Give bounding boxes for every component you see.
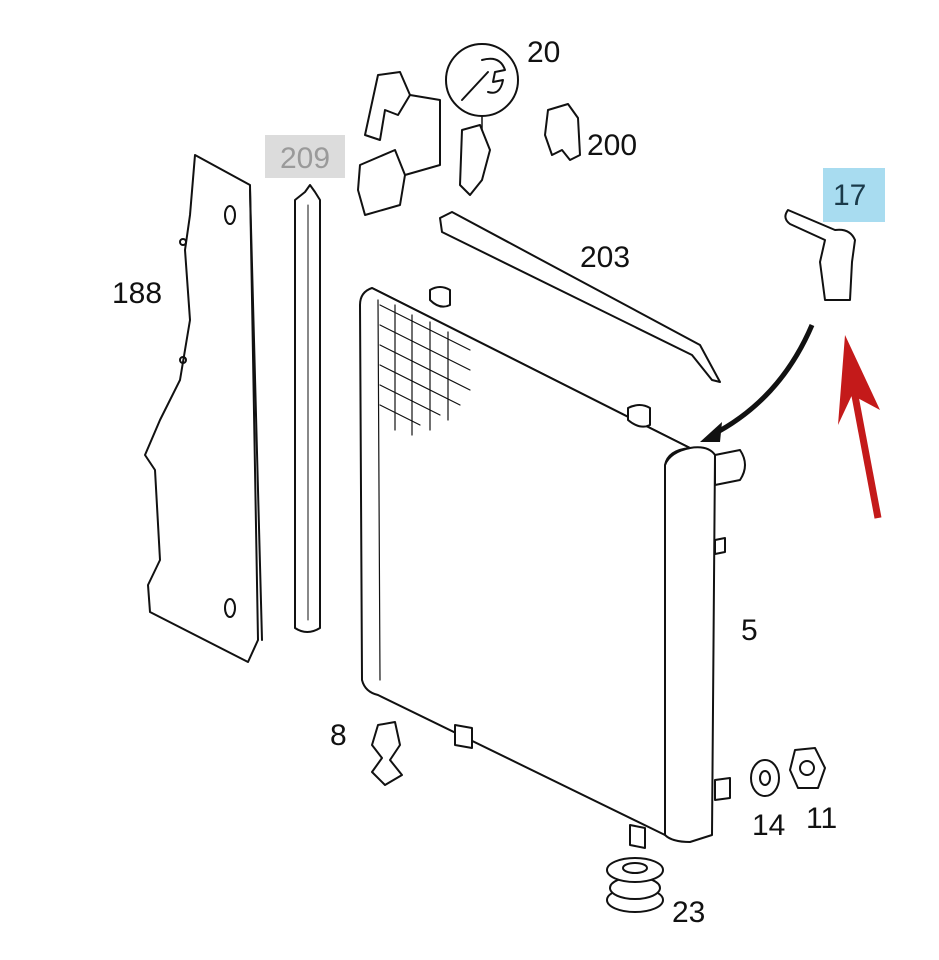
part-209-rod[interactable]	[294, 184, 321, 633]
wrench-icon	[445, 43, 519, 117]
label-200[interactable]: 200	[587, 129, 637, 162]
label-5[interactable]: 5	[741, 614, 758, 647]
label-203[interactable]: 203	[580, 241, 630, 274]
part-14-washer[interactable]	[750, 759, 780, 797]
part-23-grommet[interactable]	[606, 857, 664, 913]
arrow-red-pointer-icon	[838, 335, 882, 519]
label-17[interactable]: 17	[833, 179, 866, 212]
part-5-radiator[interactable]	[359, 286, 746, 849]
label-23[interactable]: 23	[672, 896, 705, 929]
label-20[interactable]: 20	[527, 36, 560, 69]
arrow-black-icon	[700, 324, 815, 442]
part-bracket-clip[interactable]	[357, 71, 441, 216]
part-17-connector[interactable]	[784, 209, 856, 301]
label-14[interactable]: 14	[752, 809, 785, 842]
part-188-side-panel[interactable]	[144, 154, 259, 663]
label-8[interactable]: 8	[330, 719, 347, 752]
part-203-strip[interactable]	[439, 211, 721, 383]
label-17-highlight	[823, 168, 885, 222]
part-11-nut[interactable]	[789, 747, 826, 789]
label-209[interactable]: 209	[280, 142, 330, 175]
part-8-clip[interactable]	[371, 721, 403, 786]
part-small-clip[interactable]	[459, 124, 491, 196]
label-188[interactable]: 188	[112, 277, 162, 310]
part-200-clip[interactable]	[544, 103, 581, 161]
label-209-highlight	[265, 135, 345, 178]
label-11[interactable]: 11	[806, 802, 837, 835]
